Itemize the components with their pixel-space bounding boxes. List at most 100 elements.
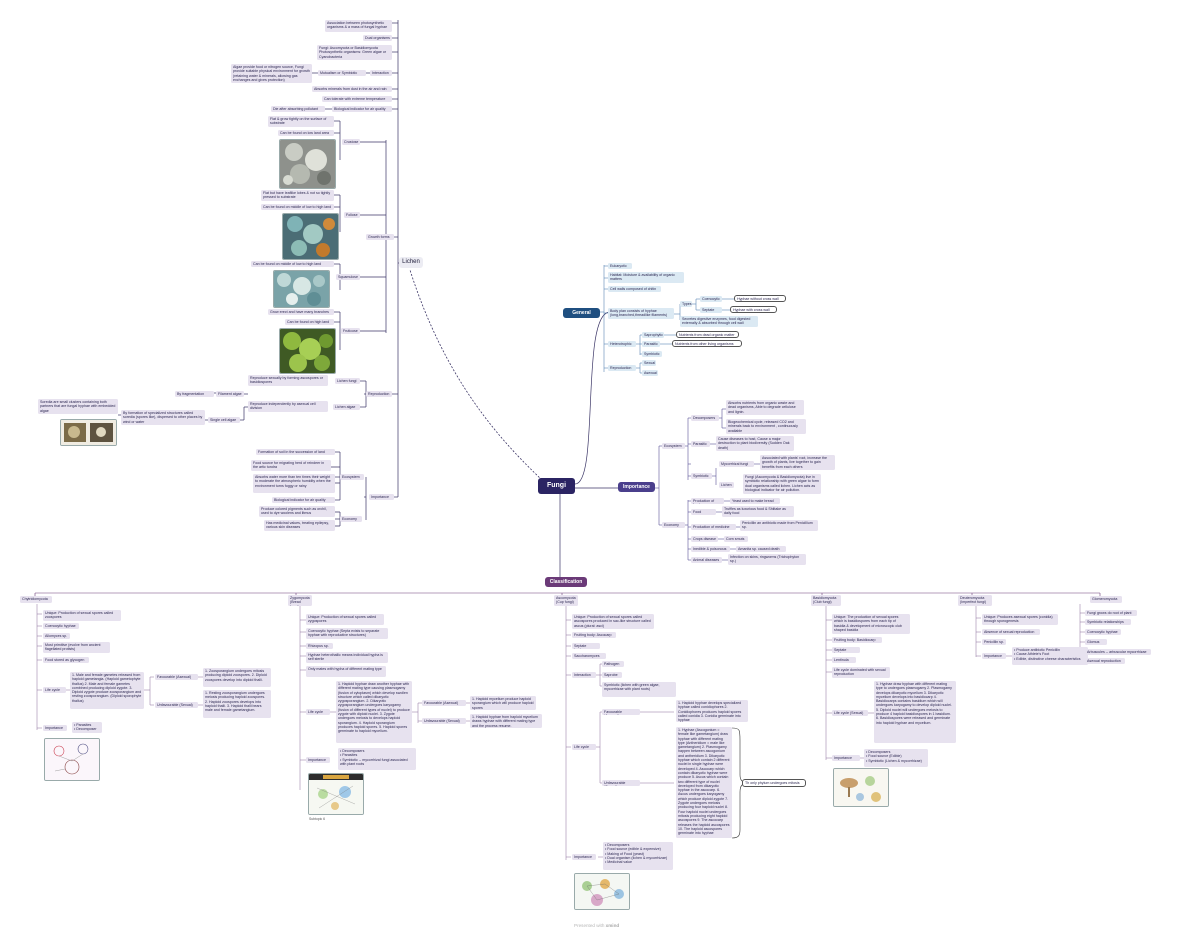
- general-asexual[interactable]: Asexual: [642, 370, 658, 376]
- zygo-importance-label[interactable]: Importance: [306, 757, 330, 763]
- glomero-symbiotic[interactable]: Symbiotic relationships: [1085, 619, 1131, 625]
- asco-unfavourable[interactable]: Unfavourable (Sexual): [602, 780, 640, 786]
- deutero-importance-items[interactable]: • Produce antibiotic Penicillin• Cause A…: [1012, 647, 1088, 665]
- importance-symbiotic[interactable]: Symbiotic: [691, 473, 712, 479]
- general-secretes[interactable]: Secretes digestive enzymes, food digeste…: [680, 316, 758, 327]
- importance-economy[interactable]: Economy: [662, 522, 685, 528]
- economy-medicine-note[interactable]: Penicillin an antibiotic made from Penic…: [740, 520, 818, 531]
- economy-food-sources[interactable]: Food sources: [691, 509, 716, 515]
- asco-importance-items[interactable]: • Decomposers• Food source (edible & exp…: [603, 842, 673, 870]
- chytrid-primitive[interactable]: Most primitive (evolve from ancient flag…: [43, 642, 110, 653]
- asco-pathogen[interactable]: Pathogen: [602, 661, 624, 667]
- asco-favourable[interactable]: Favourable (Asexual): [602, 709, 640, 715]
- economy-medicine[interactable]: Production of medicine: [691, 524, 736, 530]
- asco-saccharomyces[interactable]: Saccharomyces sp.: [572, 653, 606, 659]
- crustose-label[interactable]: Crustose: [342, 139, 360, 145]
- crustose-location[interactable]: Can be found on low land area: [278, 130, 334, 136]
- general-sexual[interactable]: Sexual: [642, 360, 656, 366]
- foliose-label[interactable]: Foliose: [344, 212, 360, 218]
- general-eukaryotic[interactable]: Eukaryotic: [608, 263, 632, 269]
- general-types-label[interactable]: Types: [680, 301, 692, 307]
- lichen-pigments[interactable]: Produce colored pigments such as orchil,…: [259, 506, 335, 517]
- filament-algae-text[interactable]: By fragmentation: [175, 391, 214, 397]
- mycorrhizal-note[interactable]: Associated with plants' root, increase t…: [760, 455, 835, 470]
- general-septate-note[interactable]: Hyphae with cross wall: [730, 306, 777, 313]
- economy-crops-disease[interactable]: Crops disease: [691, 536, 718, 542]
- basidio-importance-items[interactable]: • Decomposers• Food source (Edible)• Sym…: [864, 749, 928, 767]
- glomero-asexual[interactable]: Asexual reproduction: [1085, 658, 1125, 664]
- chytrid-unfavourable[interactable]: Unfavourable (Sexual): [155, 702, 198, 708]
- chytridiomycota-label[interactable]: Chytridiomycota: [20, 596, 52, 603]
- zygo-rhizopus[interactable]: Rhizopus sp.: [306, 643, 333, 649]
- asco-brace-note[interactable]: Th only phylum undergoes mitosis: [742, 779, 806, 787]
- asco-symbiotic[interactable]: Symbiotic (lichen with green algae, myco…: [602, 682, 676, 697]
- fruticose-location[interactable]: Can be found on high land: [285, 319, 334, 325]
- foliose-location[interactable]: Can be found on middle of low to high la…: [261, 204, 334, 210]
- lichen-algae-text[interactable]: Reproduce independently by asexual cell …: [248, 401, 328, 412]
- lichen-eco-indicator[interactable]: Biological indicator for air quality: [272, 497, 335, 503]
- economy-inedible-note[interactable]: Amanita sp. caused death: [736, 546, 786, 552]
- lichen-dual-organisms[interactable]: Dual organisms: [363, 35, 392, 41]
- importance-parasitic[interactable]: Parasitic: [691, 441, 710, 447]
- glomero-arbuscules[interactable]: Arbuscules -- arbuscular mycorrhizae: [1085, 649, 1151, 655]
- lichen-importance-label[interactable]: Importance: [369, 494, 394, 500]
- general-saprophytic[interactable]: Saprophytic: [642, 332, 664, 338]
- general-parasitic-note[interactable]: Nutrients from other living organisms: [672, 340, 742, 347]
- deutero-penicillin[interactable]: Penicillin sp.: [982, 639, 1006, 645]
- basidio-life-cycle-text[interactable]: 1. Hyphae draw hyphae with different mat…: [874, 681, 956, 743]
- zygo-unfavourable[interactable]: Unfavourable (Sexual): [422, 718, 466, 724]
- lichen-ecosystem-label[interactable]: Ecosystem: [340, 474, 364, 480]
- lichen-fungi-label[interactable]: Lichen fungi: [335, 378, 360, 384]
- fruticose-desc[interactable]: Grow erect and have many branches: [268, 309, 334, 315]
- root-node-fungi[interactable]: Fungi: [538, 478, 575, 494]
- zygo-life-cycle-text[interactable]: 1. Haploid hyphae draw another hyphae wi…: [336, 681, 412, 743]
- asco-fruiting-body[interactable]: Fruiting body: Ascocarp: [572, 632, 616, 638]
- chytrid-glycogen[interactable]: Food stored as glycogen: [43, 657, 89, 663]
- general-septate[interactable]: Septate: [700, 307, 722, 313]
- lichen-die-pollutant[interactable]: Die after absorbing pollutant: [271, 106, 325, 112]
- importance-decomposers[interactable]: Decomposers: [691, 415, 719, 421]
- zygo-life-cycle-label[interactable]: Life cycle: [306, 709, 330, 715]
- economy-animal-diseases[interactable]: Animal diseases: [691, 557, 722, 563]
- economy-inedible[interactable]: Inedible & poisonous: [691, 546, 730, 552]
- zygo-importance-items[interactable]: • Decomposers• Parasites• Symbiotic -- m…: [338, 748, 416, 770]
- basidio-unique[interactable]: Unique: The production of sexual spores …: [832, 614, 910, 634]
- basidio-life-cycle-label[interactable]: Life cycle (Sexual): [832, 710, 868, 716]
- mycorrhizal-label[interactable]: Mycorrhizal fungi: [719, 461, 754, 467]
- lichen-reproduction-label[interactable]: Reproduction: [366, 391, 392, 397]
- crustose-desc[interactable]: Flat & grow tightly on the surface of su…: [268, 116, 334, 127]
- zygo-favourable[interactable]: Favourable (Asexual): [422, 700, 466, 706]
- zygo-unfavourable-note[interactable]: 1. Haploid hyphae from haploid mycelium …: [470, 714, 542, 728]
- lichen-absorbs-minerals[interactable]: Absorbs minerals from dust in the air an…: [312, 86, 392, 92]
- economy-crops-disease-note[interactable]: Corn smuts: [724, 536, 748, 542]
- basidio-importance-label[interactable]: Importance: [832, 755, 860, 761]
- asco-unfavourable-note[interactable]: 1. Hyphae (Ascogonium = female like game…: [676, 727, 732, 838]
- lichen-algae-label[interactable]: Lichen algae: [333, 404, 360, 410]
- general-parasitic[interactable]: Parasitic: [642, 341, 660, 347]
- general-symbiotic[interactable]: Symbiotic: [642, 351, 662, 357]
- importance-ecosystem[interactable]: Ecosystem: [662, 443, 685, 449]
- single-cell-algae-label[interactable]: Single cell algae: [208, 417, 240, 423]
- asco-life-cycle-label[interactable]: Life cycle: [572, 744, 596, 750]
- deutero-absence[interactable]: Absence of sexual reproduction: [982, 629, 1040, 635]
- zygo-coenocytic[interactable]: Coenocytic hyphae (Septa exists to separ…: [306, 628, 388, 639]
- asco-importance-label[interactable]: Importance: [572, 854, 596, 860]
- branch-general[interactable]: General: [563, 308, 600, 318]
- basidio-fruiting-body[interactable]: Fruiting body: Basidiocarp: [832, 637, 882, 643]
- zygo-heterothallic[interactable]: Hyphae heterothallic means individual hy…: [306, 652, 388, 663]
- glomero-coenocytic[interactable]: Coenocytic hyphae: [1085, 629, 1121, 635]
- glomeromycota-label[interactable]: Glomeromycota: [1090, 596, 1122, 603]
- ascomycota-label[interactable]: Ascomycota (Cup fungi): [554, 595, 578, 606]
- asco-favourable-note[interactable]: 1. Haploid hyphae develops specialized h…: [676, 700, 748, 722]
- deutero-unique[interactable]: Unique: Produces asexual spores (conidia…: [982, 614, 1058, 625]
- economy-animal-diseases-note[interactable]: Infection on skins, ringworms (Trichophy…: [728, 554, 806, 565]
- deuteromycota-label[interactable]: Deuteromycota (Imperfect fungi): [958, 595, 992, 606]
- lichen-bio-indicator[interactable]: Biological indicator for air quality: [332, 106, 392, 112]
- chytrid-life-cycle-text[interactable]: 1. Male and female gametes released from…: [70, 672, 144, 709]
- chytrid-importance-label[interactable]: Importance: [43, 725, 67, 731]
- general-heterotrophic[interactable]: Heterotrophic: [608, 341, 636, 347]
- lichen-interaction-label[interactable]: Interaction: [370, 70, 392, 76]
- general-coenocytic[interactable]: Coenocytic: [700, 296, 722, 302]
- asco-saprobe[interactable]: Saprobe: [602, 672, 622, 678]
- squamulose-location[interactable]: Can be found on middle of low to high la…: [251, 261, 334, 267]
